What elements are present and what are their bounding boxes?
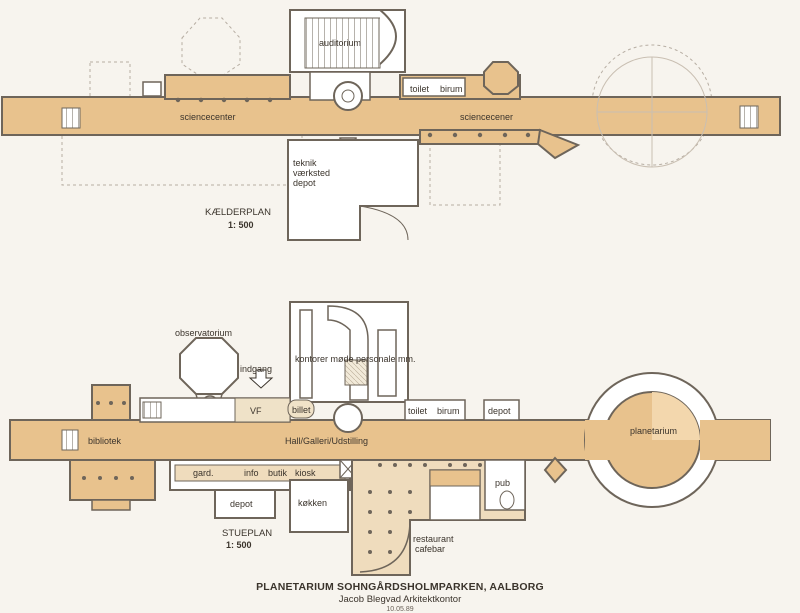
cafebar-label: cafebar [415,544,445,554]
toilet-label-ground: toilet [408,406,428,416]
kokken-room [289,479,349,533]
pub-label: pub [495,478,510,488]
kontorer-label: kontorer møde personale mm. [295,354,416,364]
depot-label: depot [293,178,316,188]
basement-scale: 1: 500 [228,220,254,230]
basement-plan-label: KÆLDERPLAN [205,207,271,218]
depot-right-room [483,399,520,421]
basement-stair-left [61,107,81,129]
ground-scale: 1: 500 [226,540,252,550]
sciencecenter-left-label: sciencecenter [180,112,236,122]
butik-label: butik [268,468,288,478]
info-label: info [244,468,259,478]
depot-lower-label: depot [230,499,253,509]
toilet-birum-room [402,77,466,97]
auditorium-seating [304,17,381,69]
toilet-birum-room-ground [404,399,466,421]
architect-name: Jacob Blegvad Arkitektkontor [338,594,462,605]
basement-columns [175,97,531,138]
drawing-date: 10.05.89 [386,606,414,613]
observatorium-label: observatorium [175,328,232,338]
planetarium-label: planetarium [630,426,677,436]
octagon-room [483,61,519,95]
ground-plan: observatorium indgang kontorer møde pers… [9,301,771,576]
drawing-title: PLANETARIUM SOHNGÅRDSHOLMPARKEN, AALBORG [256,581,544,593]
basement-plan: auditorium toilet birum sciencecenter sc… [1,9,781,241]
auditorium-label: auditorium [319,38,361,48]
indgang-label: indgang [240,364,272,374]
depot-lower-room [214,489,276,519]
kiosk-label: kiosk [295,468,316,478]
ground-stair-left [61,429,79,451]
basement-spiral-stair [333,81,363,111]
entrance-arrow [248,369,274,389]
billet-label: billet [292,405,311,415]
teknik-rooms [287,139,419,241]
observatorium-tower [179,337,239,395]
depot-right-label: depot [488,406,511,416]
basement-stair-right [739,105,759,129]
toilet-label: toilet [410,84,430,94]
sciencecenter-right-label: sciencecener [460,112,513,122]
hall-label: Hall/Galleri/Udstilling [285,436,368,446]
vf-label: VF [250,406,262,416]
teknik-label: teknik [293,158,317,168]
vaerksted-label: værksted [293,168,330,178]
bibliotek-label: bibliotek [88,436,122,446]
restaurant-label: restaurant [413,534,454,544]
gard-label: gard. [193,468,214,478]
kokken-label: køkken [298,498,327,508]
birum-label-ground: birum [437,406,460,416]
ground-plan-label: STUEPLAN [222,528,272,539]
basement-corridor [1,96,781,136]
birum-label: birum [440,84,463,94]
